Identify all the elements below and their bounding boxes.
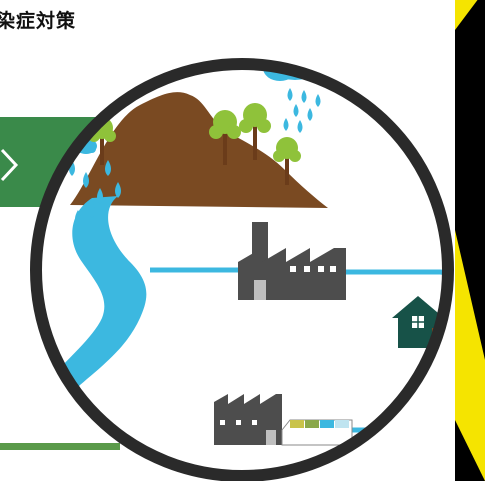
chevron-right-icon: [0, 148, 19, 182]
mountain-icon: [70, 92, 328, 208]
scene-circle-border: [30, 58, 454, 481]
factory-icon: [238, 222, 346, 300]
green-underline: [0, 443, 120, 450]
tree-icon: [239, 103, 271, 160]
tree-icon: [209, 110, 241, 165]
tree-icon: [273, 137, 301, 185]
page-title: 染症対策: [0, 10, 77, 32]
river-icon: [36, 196, 147, 420]
raindrop-icon: [69, 88, 321, 226]
treatment-plant-icon: [214, 394, 353, 446]
black-diagonal-shape: [455, 0, 485, 481]
